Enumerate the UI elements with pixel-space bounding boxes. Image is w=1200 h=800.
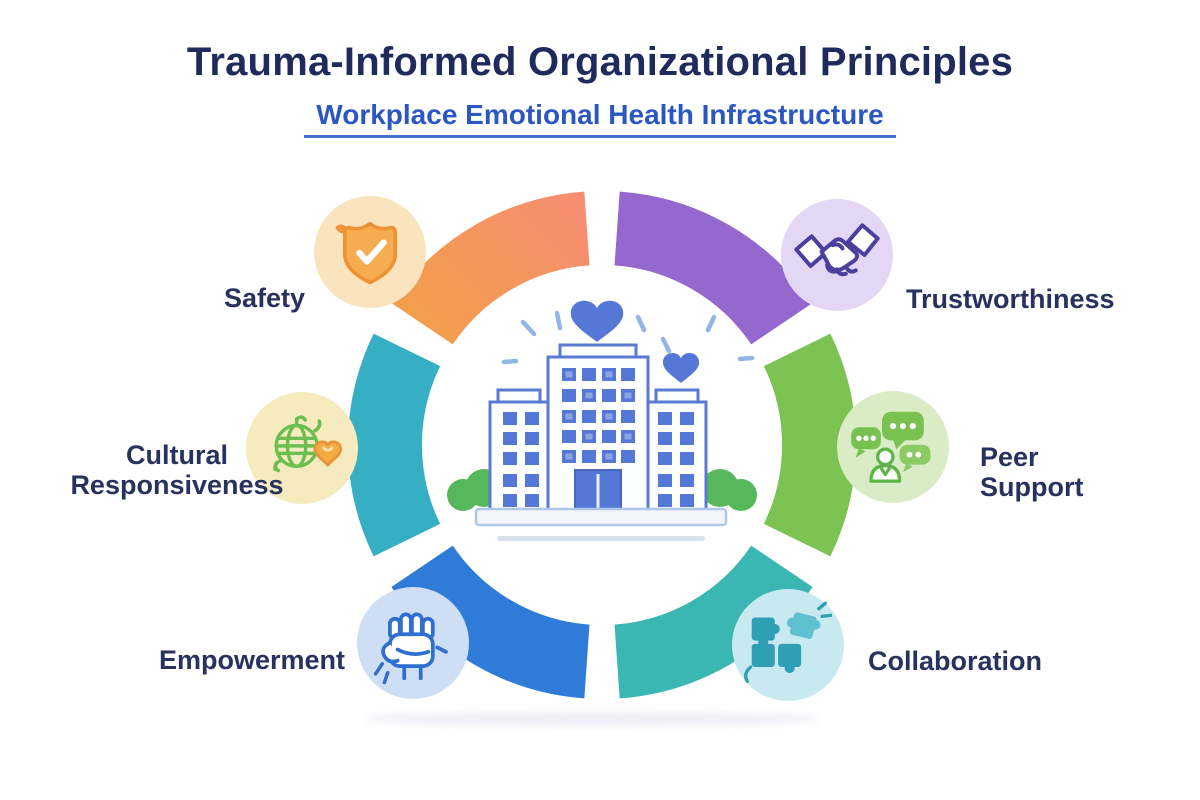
sun-rays — [501, 310, 755, 365]
cultural-responsiveness-label: Cultural Responsiveness — [22, 440, 332, 500]
handshake-icon — [794, 223, 880, 277]
ground-line — [497, 536, 705, 541]
puzzle-pieces-icon — [744, 601, 832, 683]
ring-segment-collaboration — [613, 544, 813, 699]
trustworthiness-label: Trustworthiness — [906, 284, 1115, 314]
chat-bubbles-person-icon — [851, 411, 931, 483]
building-wings — [488, 388, 708, 515]
chat-bubble — [882, 411, 924, 450]
ring-segment-peer-support — [763, 333, 856, 557]
building-windows — [503, 412, 694, 507]
label-line: Support — [980, 472, 1084, 502]
chat-bubble — [851, 427, 881, 458]
puzzle-piece — [786, 612, 821, 639]
label-line: Peer — [980, 442, 1039, 472]
floor-shadow — [364, 712, 820, 726]
heart-icon — [662, 352, 700, 383]
peer-support-icon-circle — [837, 391, 949, 503]
raised-fist-icon — [373, 612, 448, 685]
chat-bubble — [899, 444, 931, 473]
label-line: Cultural — [125, 440, 228, 470]
collaboration-icon-circle — [732, 589, 844, 701]
puzzle-piece — [751, 617, 802, 674]
peer-support-label: Peer Support — [980, 442, 1160, 502]
safety-label: Safety — [223, 283, 305, 313]
empowerment-label: Empowerment — [158, 645, 345, 675]
page-title: Trauma-Informed Organizational Principle… — [186, 40, 1014, 84]
cultural-responsiveness-icon-circle — [246, 392, 358, 504]
principles-ring — [348, 191, 856, 699]
collaboration-label: Collaboration — [868, 646, 1042, 676]
building-platform — [474, 507, 728, 527]
shield-check-icon — [335, 221, 398, 285]
building-windows — [562, 368, 635, 463]
globe-heart-icon — [273, 415, 343, 473]
trustworthiness-icon-circle — [781, 199, 893, 311]
ring-segment-safety — [391, 191, 591, 346]
label-line: Responsiveness — [70, 470, 284, 500]
empowerment-icon-circle — [357, 587, 469, 699]
page-subtitle-row: Workplace Emotional Health Infrastructur… — [0, 99, 1200, 138]
building-door — [574, 469, 622, 514]
office-building-icon — [447, 300, 757, 541]
safety-icon-circle — [314, 196, 426, 308]
ring-segment-cultural-responsiveness — [348, 333, 441, 557]
page-subtitle: Workplace Emotional Health Infrastructur… — [304, 99, 896, 138]
person-icon — [869, 447, 902, 483]
ring-segment-trustworthiness — [613, 191, 813, 346]
ring-segment-empowerment — [391, 544, 591, 699]
heart-icon — [570, 300, 624, 342]
